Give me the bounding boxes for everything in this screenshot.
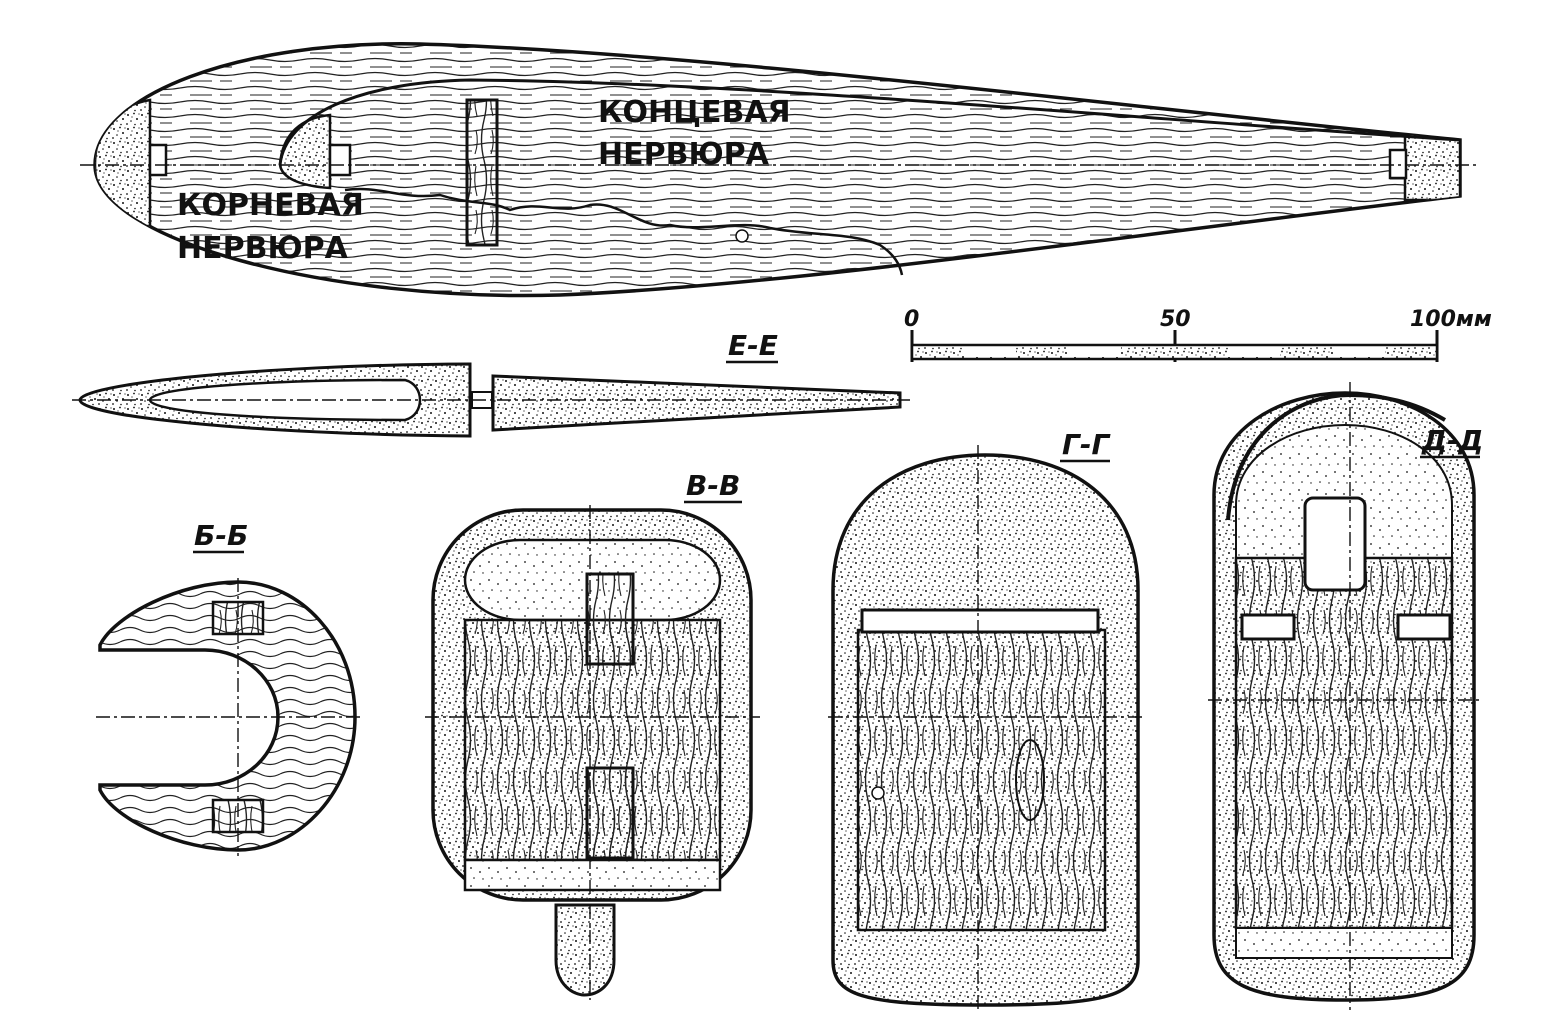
root-key: [148, 143, 168, 177]
section-e-e: Е-Е: [72, 329, 910, 438]
section-d-d: Д-Д: [1208, 382, 1484, 1010]
section-d-upper-arc: [1226, 392, 1447, 521]
section-g-wood-core: [856, 628, 1107, 932]
section-v-upper-key: [585, 572, 635, 666]
tip-rib-label-line2: НЕРВЮРА: [598, 137, 770, 172]
section-d-label: Д-Д: [1421, 424, 1484, 457]
section-v-v: В-В: [425, 469, 760, 1000]
root-rib-label-line1: КОРНЕВАЯ: [177, 188, 364, 223]
section-d-center-window: [1303, 496, 1367, 592]
scale-mid-label: 50: [1160, 307, 1191, 332]
scale-bar: 0 50 100мм: [904, 307, 1492, 362]
break-line: [344, 187, 904, 276]
section-d-inner-top: [1235, 423, 1453, 559]
section-d-left-slot: [1240, 613, 1296, 641]
section-d-right-slot: [1396, 613, 1452, 641]
section-d-bottom-strip: [1235, 927, 1453, 959]
section-e-label: Е-Е: [728, 329, 778, 362]
scale-zero-label: 0: [904, 307, 919, 332]
section-b-label: Б-Б: [194, 519, 248, 552]
tip-rib-label-line1: КОНЦЕВАЯ: [598, 95, 791, 130]
section-g-g: Г-Г: [828, 428, 1142, 1010]
section-v-lower-key: [585, 766, 635, 860]
section-v-bottom-strip: [463, 858, 722, 892]
tip-key: [328, 143, 352, 177]
root-leading-edge-block: [95, 98, 152, 237]
scale-end-label: 100мм: [1410, 307, 1492, 332]
root-rib-label-line2: НЕРВЮРА: [177, 231, 349, 266]
section-g-label: Г-Г: [1062, 428, 1111, 461]
trailing-edge-block: [1403, 133, 1460, 202]
trailing-key: [1388, 148, 1408, 180]
tip-rib-outline: [278, 78, 1461, 166]
section-e-right-profile: [491, 374, 902, 432]
section-v-label: В-В: [686, 469, 740, 502]
main-spar: [465, 98, 499, 247]
section-g-knot: [1015, 739, 1045, 821]
pin-hole: [735, 229, 749, 243]
wing-plan-view: КОНЦЕВАЯ НЕРВЮРА КОРНЕВАЯ НЕРВЮРА: [80, 42, 1480, 298]
section-v-tail: [554, 903, 616, 997]
section-b-b: Б-Б: [96, 519, 362, 856]
section-g-slot: [860, 608, 1100, 634]
